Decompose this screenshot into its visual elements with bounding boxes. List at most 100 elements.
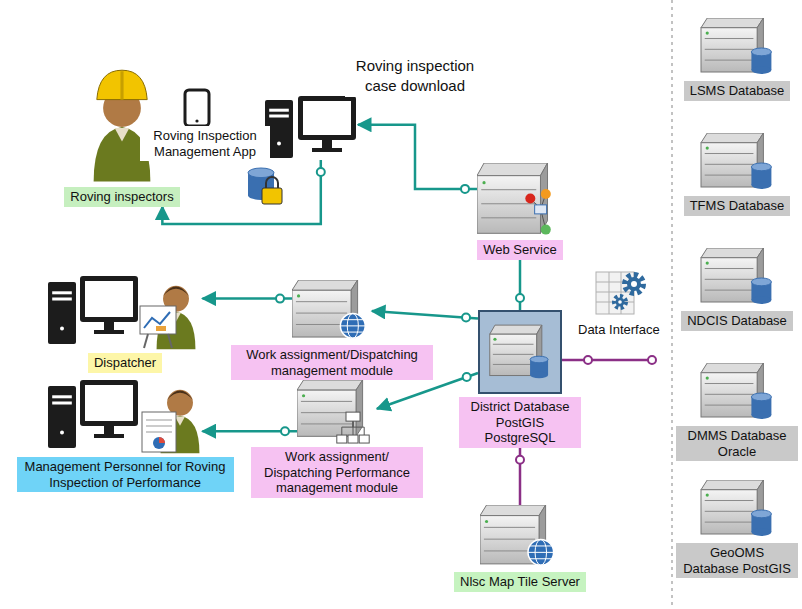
drawing-rect (85, 281, 133, 317)
user-group: Management Personnel for Roving Inspecti… (17, 374, 234, 492)
user-group: Dispatcher (48, 270, 203, 373)
drawing-line (493, 354, 534, 355)
database-node: DMMS Database Oracle (676, 363, 798, 461)
drawing-circle (60, 327, 64, 331)
drawing-line (705, 49, 754, 50)
drawing-line (705, 38, 754, 39)
drawing-rect (156, 326, 166, 331)
drawing-circle (277, 142, 281, 146)
node-label: TFMS Database (684, 196, 791, 216)
drawing-rect (269, 115, 289, 118)
drawing-ellipse (751, 48, 771, 56)
node-label: DMMS Database Oracle (676, 426, 798, 461)
drawing-line (296, 301, 347, 302)
drawing-rect (265, 96, 358, 160)
drawing-ellipse (751, 296, 771, 304)
drawing-line (705, 60, 754, 61)
drawing-circle (525, 194, 535, 204)
drawing-rect (303, 101, 351, 135)
drawing-line (342, 332, 363, 333)
drawing-polygon (701, 18, 763, 28)
drawing-line (705, 268, 754, 269)
node-icon (48, 374, 203, 454)
drawing-line (484, 527, 535, 528)
drawing-circle (541, 225, 551, 235)
node-label: Web Service (477, 240, 562, 260)
drawing-rect (104, 322, 114, 330)
drawing-rect (94, 330, 124, 334)
drawing-line (705, 175, 754, 176)
drawing-line (481, 203, 536, 204)
drawing-rect (52, 402, 72, 405)
drawing-path (163, 287, 189, 296)
drawing-line (481, 189, 536, 190)
node-label: District Database PostGIS PostgreSQL (459, 397, 581, 448)
drawing-circle (297, 294, 300, 297)
drawing-circle (340, 313, 365, 338)
data-interface-wire (562, 359, 650, 362)
drawing-rect (701, 143, 757, 187)
database-node: GeoOMS Database PostGIS (676, 480, 798, 578)
drawing-ellipse (751, 278, 771, 286)
drawing-polygon (701, 248, 763, 258)
drawing-line (705, 405, 754, 406)
drawing-ellipse (530, 372, 548, 379)
drawing-rect (52, 291, 72, 294)
drawing-line (530, 545, 552, 546)
data-interface-icon (596, 272, 643, 314)
gear-hub (631, 281, 637, 287)
drawing-polygon (480, 505, 546, 516)
drawing-rect (477, 176, 540, 234)
drawing-rect (104, 426, 114, 434)
connector-terminal (463, 373, 471, 381)
node-icon (697, 18, 777, 78)
node-label: Work assignment/Dispatching management m… (231, 345, 433, 380)
drawing-line (342, 319, 363, 320)
drawing-circle (706, 147, 709, 150)
node-label: Nlsc Map Tile Server (454, 572, 586, 592)
node-icon (697, 363, 777, 423)
node-label: Roving Inspection Management App (140, 126, 270, 161)
node-label: NDCIS Database (681, 311, 793, 331)
connector-terminal (516, 456, 524, 464)
drawing-path (167, 391, 193, 400)
drawing-circle (528, 540, 554, 566)
node-icon (697, 480, 777, 540)
drawing-circle (493, 338, 496, 341)
drawing-rect (359, 435, 369, 443)
drawing-line (301, 401, 352, 402)
node-label: LSMS Database (684, 81, 791, 101)
drawing-circle (706, 377, 709, 380)
connector-terminal (462, 314, 470, 322)
node-label: Roving inspectors (64, 187, 179, 207)
drawing-line (296, 324, 347, 325)
drawing-circle (195, 119, 198, 122)
drawing-rect (269, 109, 289, 112)
connector-terminal (281, 427, 289, 435)
server-node: Web Service (477, 163, 563, 260)
drawing-circle (706, 32, 709, 35)
drawing-g (297, 380, 363, 436)
node-icon (48, 270, 203, 350)
drawing-line (705, 394, 754, 395)
drawing-line (705, 500, 754, 501)
node-label: Dispatcher (88, 353, 162, 373)
drawing-line (301, 423, 352, 424)
drawing-ellipse (751, 510, 771, 518)
drawing-rect (140, 306, 176, 334)
annotation-label: Data Interface (576, 321, 662, 339)
node-label: GeoOMS Database PostGIS (676, 543, 798, 578)
node-icon (297, 380, 377, 444)
drawing-ellipse (751, 181, 771, 189)
drawing-line (705, 164, 754, 165)
drawing-rect (85, 385, 133, 421)
drawing-line (705, 153, 754, 154)
server-node: Work assignment/ Dispatching Performance… (251, 380, 423, 498)
drawing-line (340, 325, 365, 326)
drawing-circle (482, 181, 485, 184)
gear-body (627, 277, 641, 291)
drawing-circle (302, 394, 305, 397)
drawing-ellipse (751, 393, 771, 401)
drawing-line (493, 364, 534, 365)
